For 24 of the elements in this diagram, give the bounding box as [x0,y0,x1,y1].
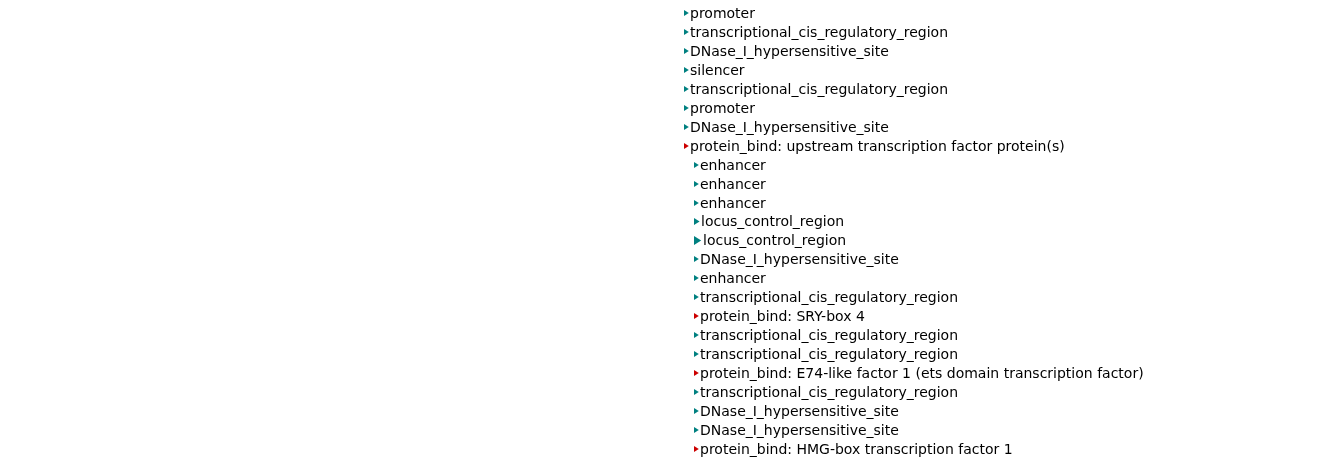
feature-label: DNase_I_hypersensitive_site [700,251,899,268]
feature-label: DNase_I_hypersensitive_site [690,118,889,135]
feature-label: transcriptional_cis_regulatory_region [700,289,959,306]
feature-label: protein_bind: upstream transcription factor protein(s) [690,137,1065,154]
feature-label: locus_control_region [701,213,845,230]
feature-label: DNase_I_hypersensitive_site [700,421,899,438]
feature-label: protein_bind: E74-like factor 1 (ets domain transcription factor) [700,365,1144,382]
feature-label: enhancer [700,194,766,211]
feature-label: protein_bind: HMG-box transcription factor 1 [700,440,1013,457]
feature-label: promoter [690,99,755,116]
feature-label: promoter [690,5,755,21]
feature-label: enhancer [700,175,766,192]
feature-label: transcriptional_cis_regulatory_region [700,327,959,344]
feature-label: DNase_I_hypersensitive_site [690,42,889,59]
feature-label: silencer [690,61,745,78]
feature-label: transcriptional_cis_regulatory_region [690,80,949,97]
feature-label: protein_bind: SRY-box 4 [700,308,865,325]
feature-label: transcriptional_cis_regulatory_region [700,384,959,400]
feature-label: enhancer [700,156,766,173]
feature-label: transcriptional_cis_regulatory_region [700,346,959,363]
feature-label: enhancer [700,270,766,287]
feature-label: locus_control_region [703,232,847,249]
feature-label: DNase_I_hypersensitive_site [700,402,899,419]
feature-label: transcriptional_cis_regulatory_region [690,23,949,40]
